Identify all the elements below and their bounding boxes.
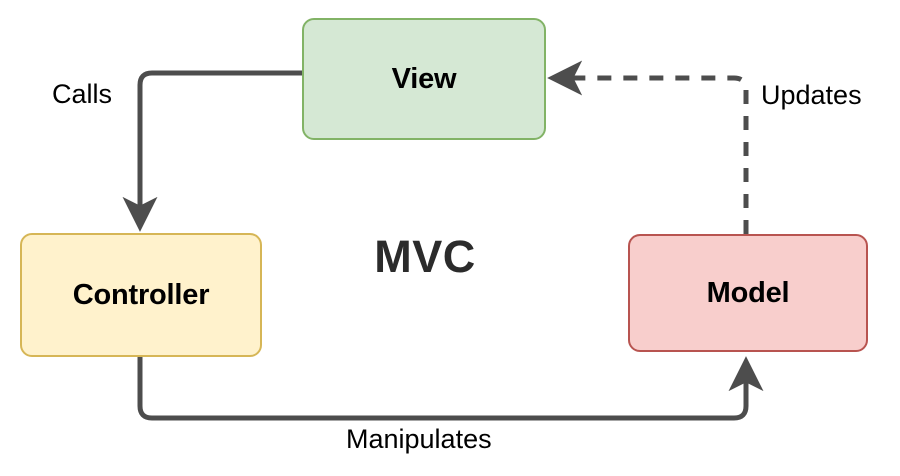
node-controller[interactable]: Controller (20, 233, 262, 357)
edge-label-manipulates: Manipulates (346, 424, 492, 454)
node-view-label: View (391, 62, 457, 95)
edge-manipulates-path (137, 356, 764, 421)
edge-label-updates: Updates (761, 80, 862, 110)
edge-calls-path (122, 70, 302, 232)
node-model[interactable]: Model (628, 234, 868, 352)
diagram-title: MVC (374, 231, 476, 282)
node-controller-label: Controller (72, 278, 210, 311)
edge-updates-path (547, 60, 749, 234)
node-view[interactable]: View (302, 18, 546, 140)
edge-label-calls: Calls (52, 79, 113, 109)
node-model-label: Model (706, 276, 790, 309)
